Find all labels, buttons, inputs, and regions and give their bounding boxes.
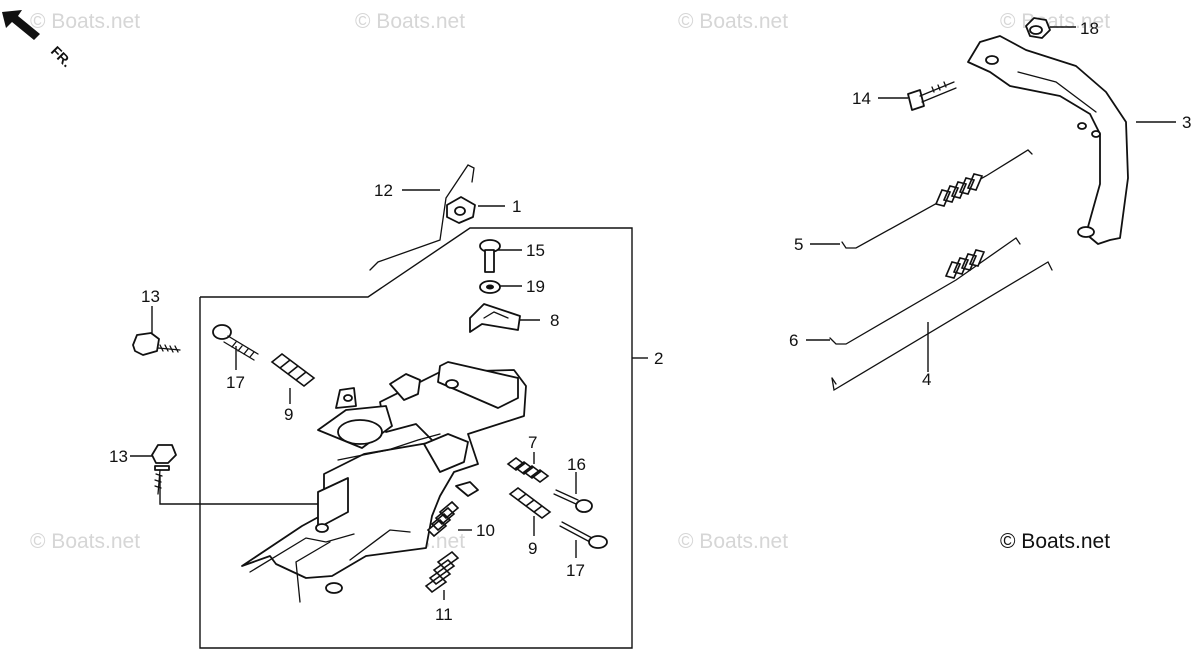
callout-10: 10 xyxy=(476,521,495,540)
callout-5: 5 xyxy=(794,235,803,254)
part-17-screw-left xyxy=(212,324,259,370)
part-16-screw xyxy=(553,472,593,513)
callout-12: 12 xyxy=(374,181,393,200)
callout-17-right: 17 xyxy=(566,561,585,580)
governor-bracket-assembly xyxy=(241,361,527,603)
part-4-rod xyxy=(831,261,1053,392)
callout-8: 8 xyxy=(550,311,559,330)
callout-11: 11 xyxy=(435,605,453,624)
callout-16: 16 xyxy=(567,455,586,474)
watermark: © Boats.net xyxy=(678,530,788,553)
callout-18: 18 xyxy=(1080,19,1099,38)
part-18-nut xyxy=(1025,17,1076,39)
callout-9-right: 9 xyxy=(528,539,537,558)
part-13-bolt-lower xyxy=(130,444,177,495)
part-14-bolt xyxy=(878,81,957,111)
part-9-spring-left xyxy=(270,352,316,404)
callout-3: 3 xyxy=(1182,113,1191,132)
callout-9-left: 9 xyxy=(284,405,293,424)
part-15-bolt xyxy=(479,239,522,273)
watermark: © Boats.net xyxy=(678,10,788,33)
watermark: © Boats.net xyxy=(355,10,465,33)
callout-17-left: 17 xyxy=(226,373,245,392)
callout-4: 4 xyxy=(922,370,931,389)
part-12-rod xyxy=(369,164,475,271)
callout-19: 19 xyxy=(526,277,545,296)
callout-2: 2 xyxy=(654,349,663,368)
part-11-spring xyxy=(424,550,460,600)
part-10-spring xyxy=(426,500,472,538)
part-19-washer xyxy=(479,280,522,294)
callout-14: 14 xyxy=(852,89,871,108)
watermark: © Boats.net xyxy=(30,10,140,33)
callout-13-upper: 13 xyxy=(141,287,160,306)
part-1-clip xyxy=(446,196,505,224)
callout-6: 6 xyxy=(789,331,798,350)
watermark: © Boats.net xyxy=(30,530,140,553)
callout-13-lower: 13 xyxy=(109,447,128,466)
direction-label: FR. xyxy=(48,43,75,70)
part-6-spring-rod xyxy=(806,237,1021,345)
assembly-frame xyxy=(159,227,648,649)
copyright-label: © Boats.net xyxy=(1000,530,1110,553)
callout-7: 7 xyxy=(528,433,537,452)
part-5-spring-rod xyxy=(810,149,1033,249)
part-17-screw-right xyxy=(559,521,608,558)
part-8-plate xyxy=(469,303,540,333)
part-13-bolt-upper xyxy=(132,306,181,356)
part-3-lever xyxy=(967,35,1176,245)
callout-15: 15 xyxy=(526,241,545,260)
part-9-spring-right xyxy=(508,487,552,536)
part-callouts: 1 2 3 4 5 6 7 8 9 9 10 11 12 13 13 14 15… xyxy=(109,19,1191,624)
part-7-spring xyxy=(506,452,550,483)
callout-1: 1 xyxy=(512,197,521,216)
